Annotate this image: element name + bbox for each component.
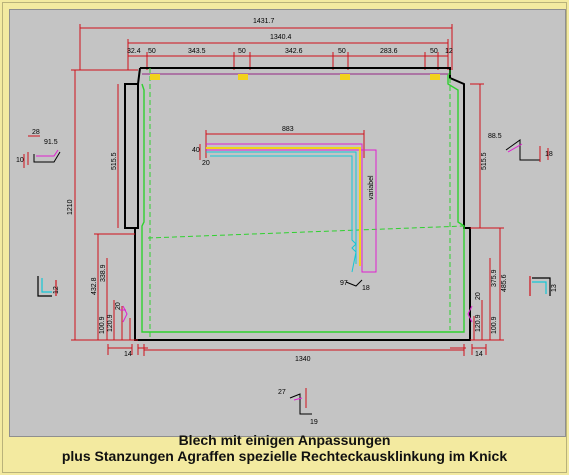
dim-overall-width: 1431.7: [253, 18, 275, 25]
dim-center-width: 883: [282, 126, 294, 133]
caption-line-1: Blech mit einigen Anpassungen: [178, 432, 391, 448]
dim-right-vert-a: 485.6: [501, 274, 508, 292]
left-dimensions: [71, 69, 148, 355]
dim-left-detail-c: 10: [16, 157, 24, 164]
dim-right-vert-c: 20: [475, 292, 482, 300]
dim-left-vert-e: 100.9: [99, 316, 106, 334]
dim-bottom-width: 1340: [295, 356, 311, 363]
dim-right-mid-detail: 13: [551, 284, 558, 292]
dim-left-vert-d: 120.9: [107, 314, 114, 332]
dim-top-seg-8: 50: [430, 48, 438, 55]
center-cutout: [199, 130, 377, 273]
dim-offset-right: 14: [475, 351, 483, 358]
bottom-detail: [289, 388, 312, 415]
dim-left-detail-a: 28: [32, 129, 40, 136]
dim-left-vert-c: 20: [115, 302, 122, 310]
dim-right-vert-b: 375.9: [491, 269, 498, 287]
right-top-detail: [505, 139, 549, 162]
caption-line-2: plus Stanzungen Agraffen spezielle Recht…: [61, 448, 508, 464]
dim-top-seg-9: 12: [445, 48, 453, 55]
dim-bottom-detail-a: 27: [278, 389, 286, 396]
dim-right-detail-b: 18: [545, 151, 553, 158]
label-variabel: variabel: [368, 175, 375, 200]
dim-right-vert-e: 100.9: [491, 316, 498, 334]
dim-right-vert-d: 120.9: [475, 314, 482, 332]
left-mid-detail: [37, 276, 57, 297]
dim-inner-width: 1340.4: [270, 34, 292, 41]
dim-center-small: 40: [192, 147, 200, 154]
dim-left-mid-detail: 12: [53, 286, 60, 294]
dim-height: 1210: [67, 199, 74, 215]
dim-top-seg-7: 283.6: [380, 48, 398, 55]
dim-left-detail-b: 91.5: [44, 139, 58, 146]
dim-left-vert-top: 515.5: [111, 152, 118, 170]
dim-right-vert-top: 515.5: [481, 152, 488, 170]
right-mid-detail: [529, 276, 551, 296]
top-dimensions: [79, 24, 453, 70]
right-dimensions: [450, 83, 504, 355]
left-top-detail: [23, 135, 61, 168]
dim-top-seg-5: 342.6: [285, 48, 303, 55]
dim-bottom-detail-b: 19: [310, 419, 318, 426]
dim-right-detail-a: 88.5: [488, 133, 502, 140]
drawing-caption: Blech mit einigen Anpassungen plus Stanz…: [0, 432, 569, 464]
dim-top-seg-1: 32.4: [127, 48, 141, 55]
dim-hook-len: 18: [362, 285, 370, 292]
dim-center-small2: 20: [202, 160, 210, 167]
dim-offset-left: 14: [124, 351, 132, 358]
dim-left-vert-b: 338.9: [100, 264, 107, 282]
dim-top-seg-2: 50: [148, 48, 156, 55]
drawing-canvas: 1431.7 1340.4 32.4 50 343.5 50 342.6 50 …: [9, 9, 566, 437]
dim-top-seg-6: 50: [338, 48, 346, 55]
dim-left-vert-a: 432.8: [91, 277, 98, 295]
dim-top-seg-3: 343.5: [188, 48, 206, 55]
dim-top-seg-4: 50: [238, 48, 246, 55]
dim-hook-angle: 97: [340, 280, 348, 287]
panel-outline: [124, 67, 471, 341]
bottom-dimension: [143, 344, 465, 356]
technical-drawing: 1431.7 1340.4 32.4 50 343.5 50 342.6 50 …: [16, 18, 558, 426]
